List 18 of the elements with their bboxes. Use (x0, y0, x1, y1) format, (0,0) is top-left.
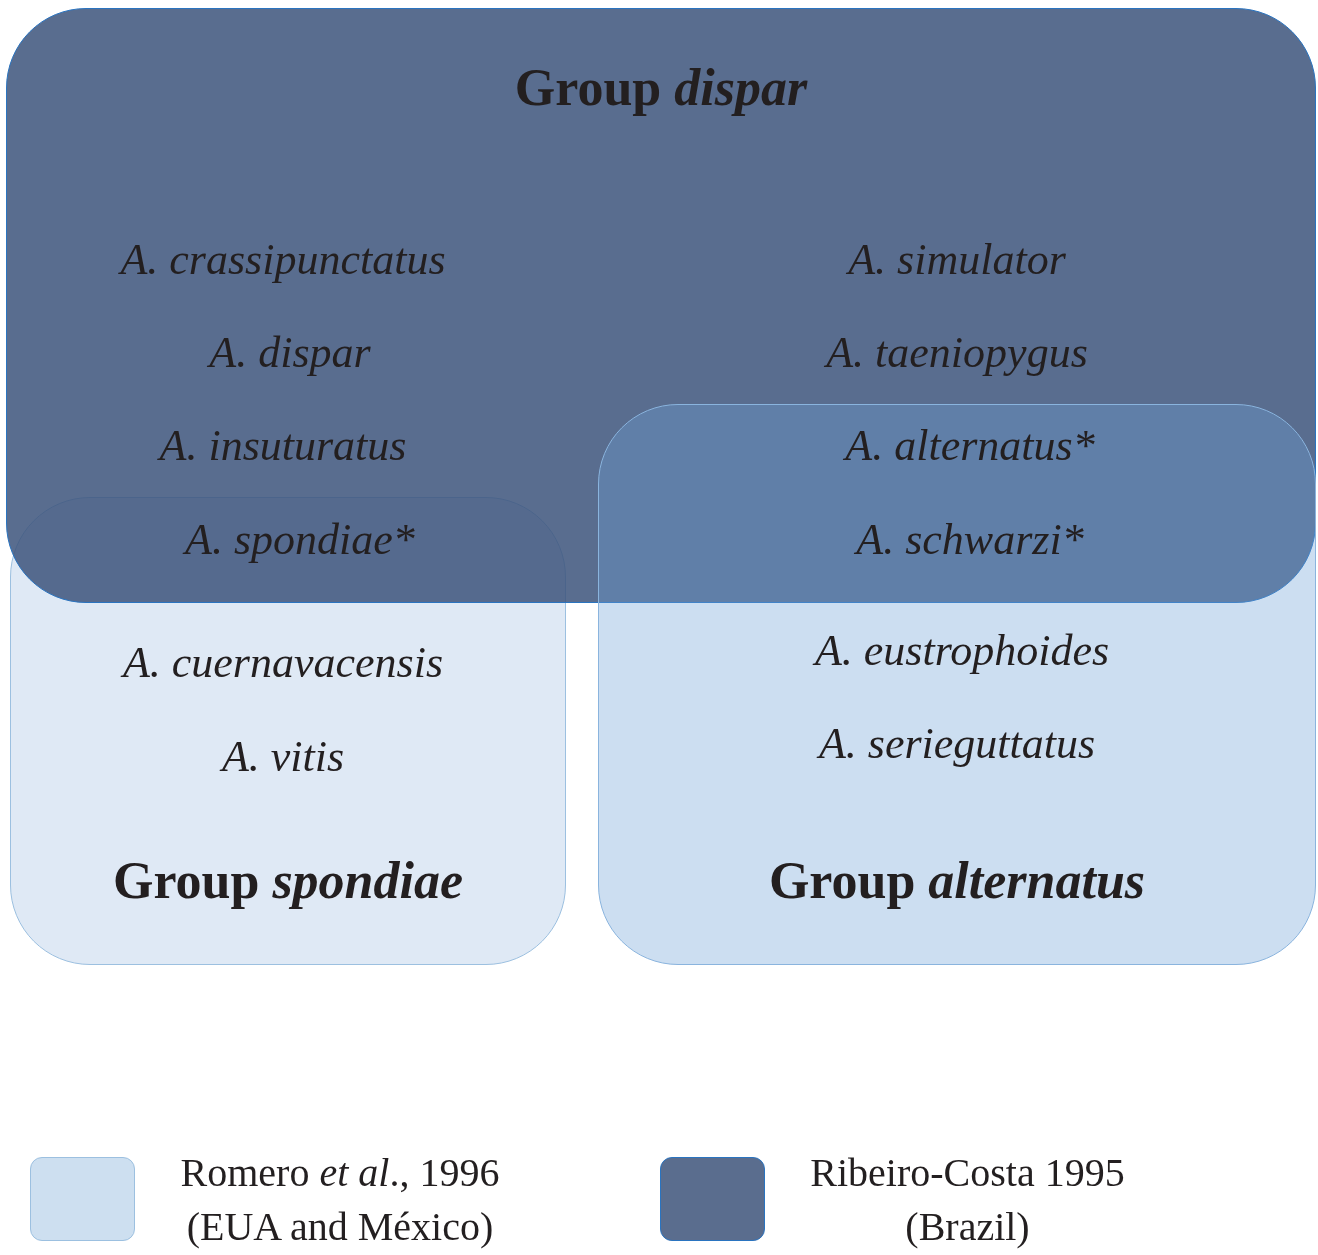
species-name: A. taeniopygus (826, 329, 1088, 378)
species-name: A. schwarzi* (856, 516, 1084, 565)
species-name: A. cuernavacensis (122, 639, 444, 688)
species-name: A. insuturatus (159, 422, 407, 471)
group-region (598, 404, 1316, 965)
legend-label: Romero et al., 1996 (EUA and México) (179, 1149, 501, 1251)
species-name: A. dispar (209, 329, 371, 378)
species-name: A. simulator (848, 236, 1066, 285)
species-name: A. eustrophoides (814, 627, 1110, 676)
group-heading: Group dispar (513, 59, 809, 117)
species-name: A. serieguttatus (818, 720, 1096, 769)
group-heading: Group spondiae (111, 852, 465, 910)
legend-label: Ribeiro-Costa 1995 (Brazil) (809, 1149, 1126, 1251)
species-name: A. vitis (221, 733, 345, 782)
species-name: A. crassipunctatus (120, 236, 446, 285)
group-heading: Group alternatus (767, 852, 1147, 910)
group-region (6, 8, 1316, 603)
species-name: A. alternatus* (845, 422, 1095, 471)
